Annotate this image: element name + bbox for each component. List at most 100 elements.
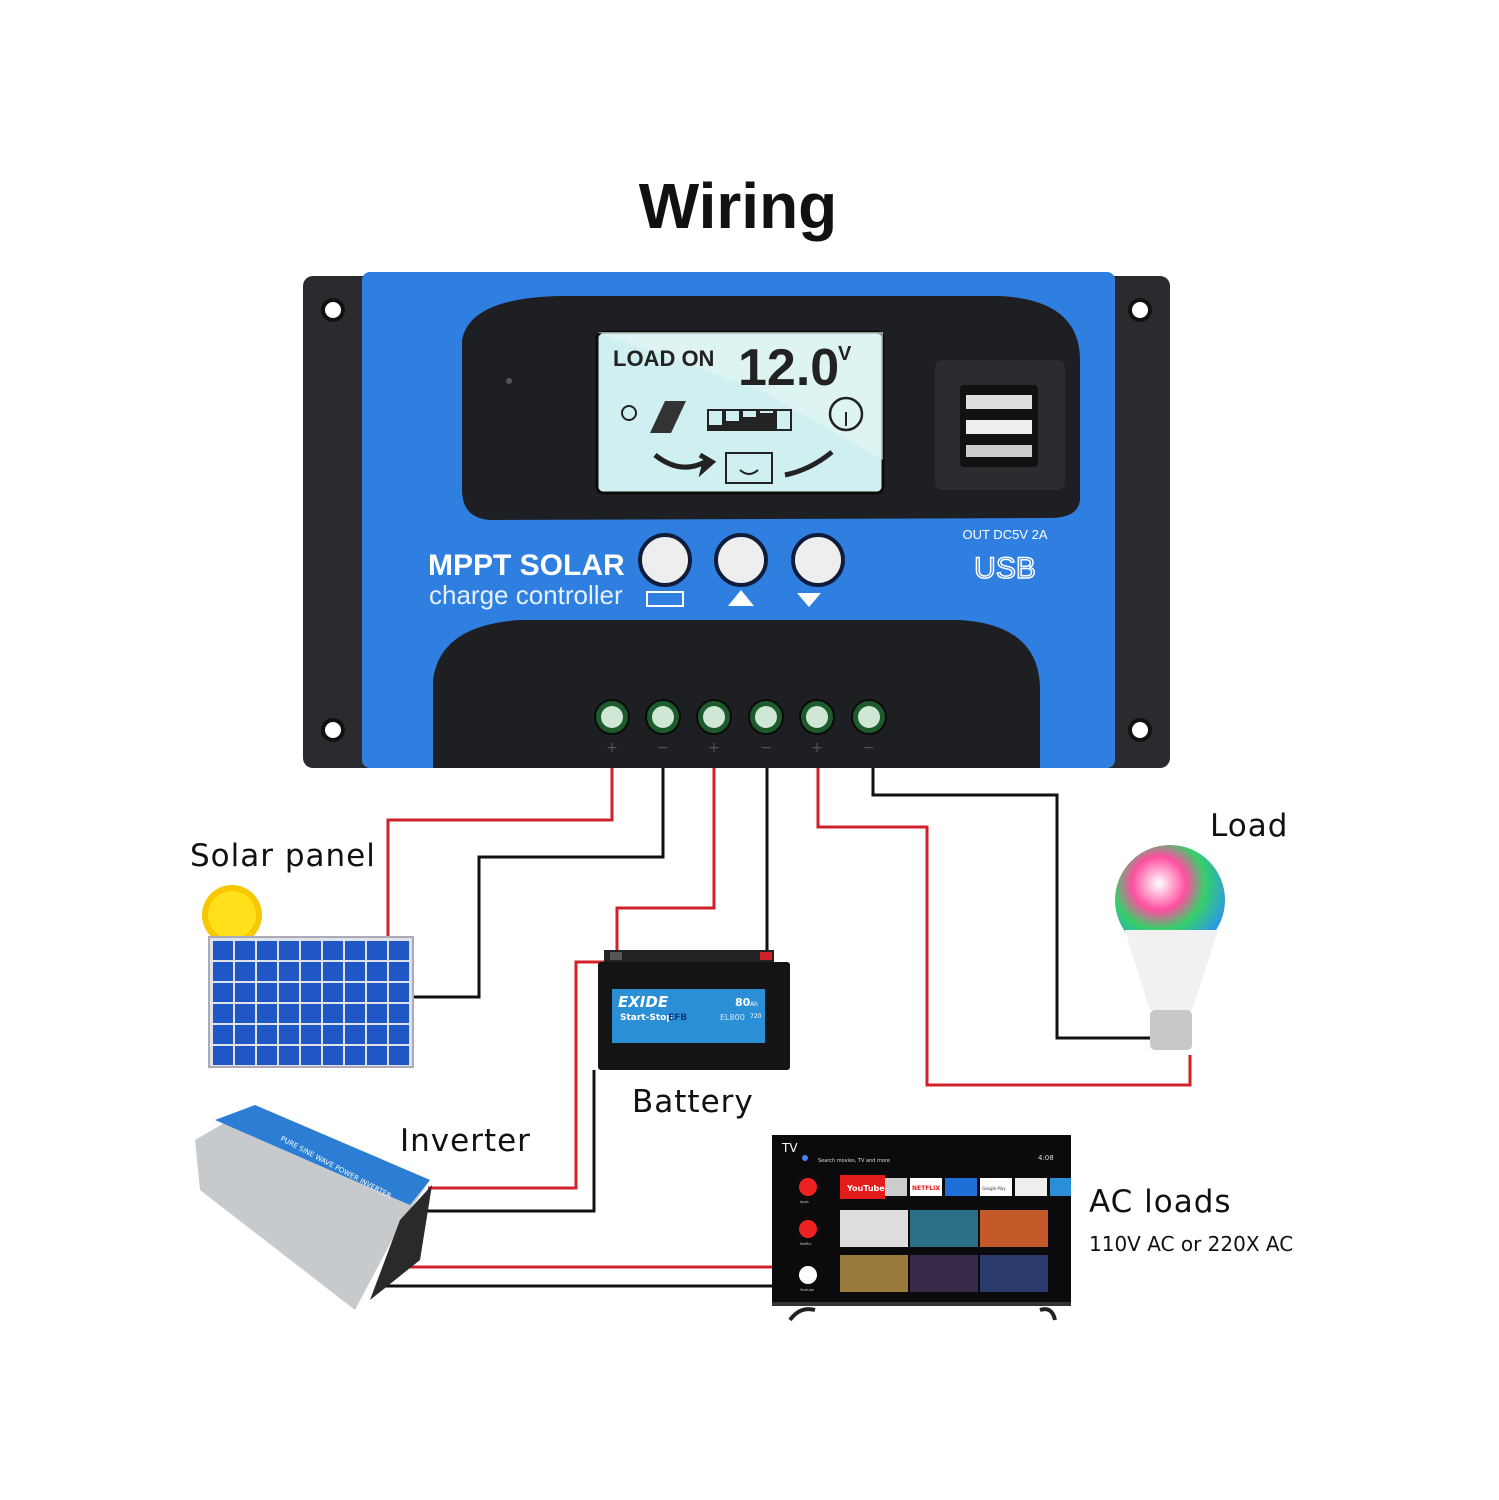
battery-level-segment (724, 409, 741, 431)
battery-line: Start-Stop (620, 1013, 673, 1023)
tv-time: 4:08 (1038, 1154, 1054, 1162)
solar-cell (257, 1004, 277, 1023)
usb-port (960, 385, 1038, 467)
content-tile (840, 1255, 908, 1292)
solar-cell (367, 1046, 387, 1065)
wires (385, 768, 1192, 1288)
content-tile (910, 1210, 978, 1247)
solar-panel-icon (650, 401, 686, 433)
solar-cell (301, 1046, 321, 1065)
battery-face-icon (725, 452, 773, 484)
usb-logo: USB (974, 552, 1036, 585)
tv-side-item: Netflix (800, 1242, 811, 1246)
load-positive-wire (816, 768, 1192, 1087)
solar-cell (323, 983, 343, 1002)
solar-cell (345, 941, 365, 960)
charge-arrow-icon (653, 452, 717, 478)
terminal-panel (433, 620, 1040, 768)
indicator-led (506, 378, 512, 384)
solar-cell (389, 941, 409, 960)
solar-cell (301, 983, 321, 1002)
mounting-hole (321, 298, 345, 322)
app-tile (885, 1178, 907, 1196)
solar-cell (279, 1025, 299, 1044)
brand-subtitle: charge controller (429, 580, 623, 610)
solar-cell (323, 962, 343, 981)
menu-icon (646, 591, 684, 607)
sun-icon (621, 405, 637, 421)
app-tile (1015, 1178, 1047, 1196)
solar-cell (235, 1025, 255, 1044)
battery-sticker (612, 989, 765, 1043)
solar-cell (301, 1004, 321, 1023)
lcd-unit: V (838, 343, 852, 365)
solar-panel-label: Solar panel (190, 838, 376, 874)
solar-cell (323, 1025, 343, 1044)
solar-cell (279, 983, 299, 1002)
apps-icon (799, 1178, 817, 1196)
solar-cell (301, 941, 321, 960)
solar-cell (345, 962, 365, 981)
ac-loads-spec: 110V AC or 220X AC (1089, 1232, 1293, 1256)
battery-level-fill (726, 421, 739, 429)
solar-cell (367, 983, 387, 1002)
screw-head (806, 706, 828, 728)
battery-lid (604, 950, 774, 964)
menu-button[interactable] (638, 533, 692, 587)
solar-cell (235, 1004, 255, 1023)
inverter-label: Inverter (400, 1123, 531, 1159)
battery-label: Battery (632, 1084, 754, 1120)
lcd-voltage: 12.0 (738, 339, 839, 397)
battery: EXIDE 80 Ah Start-Stop EFB EL800 720 Bat… (598, 950, 790, 1120)
battery-level-fill (760, 413, 773, 429)
solar-cell (323, 1004, 343, 1023)
content-tile (910, 1255, 978, 1292)
down-load-button[interactable] (791, 533, 845, 587)
inverter-top (215, 1105, 430, 1205)
led-bulb: Load (1115, 808, 1288, 1050)
terminal-sign: − (760, 740, 772, 756)
solar-cell (235, 1046, 255, 1065)
page-title: Wiring (639, 170, 838, 242)
solar-cell (367, 962, 387, 981)
assistant-icon (802, 1155, 808, 1161)
content-tile (980, 1255, 1048, 1292)
solar-cell (257, 962, 277, 981)
inverter-negative-wire (420, 1070, 596, 1213)
terminal-block: +−+−+− (594, 699, 887, 756)
bulb-base (1150, 1010, 1192, 1050)
bulb-icon (828, 396, 864, 432)
battery-level-icon (707, 409, 792, 431)
tv-stand-leg (1039, 1307, 1057, 1321)
app-tile (945, 1178, 977, 1196)
battery-level-segment (741, 409, 758, 431)
solar-cell (279, 1046, 299, 1065)
screw-head (601, 706, 623, 728)
mounting-hole (321, 718, 345, 742)
solar-cell (257, 941, 277, 960)
content-tile (840, 1210, 908, 1247)
solar-cell (345, 1046, 365, 1065)
solar-cell (345, 1004, 365, 1023)
terminal-sign: + (811, 740, 823, 756)
solar-cell (345, 1025, 365, 1044)
up-button[interactable] (714, 533, 768, 587)
battery-terminal (760, 952, 772, 960)
terminal-sign: − (657, 740, 669, 756)
battery-level-fill (743, 417, 756, 429)
solar-cell (213, 1004, 233, 1023)
mounting-hole (1128, 718, 1152, 742)
terminal-screw: + (594, 699, 630, 756)
youtube-icon (799, 1266, 817, 1284)
solar-cell (213, 941, 233, 960)
terminal-sign: − (863, 740, 875, 756)
load-label: Load (1210, 808, 1288, 844)
solar-cell (279, 962, 299, 981)
lcd-glare (597, 332, 883, 460)
solar-cell (257, 1046, 277, 1065)
battery-brand: EXIDE (618, 993, 669, 1011)
terminal-screw: + (799, 699, 835, 756)
solar-cell (213, 1025, 233, 1044)
solar-cell (279, 941, 299, 960)
